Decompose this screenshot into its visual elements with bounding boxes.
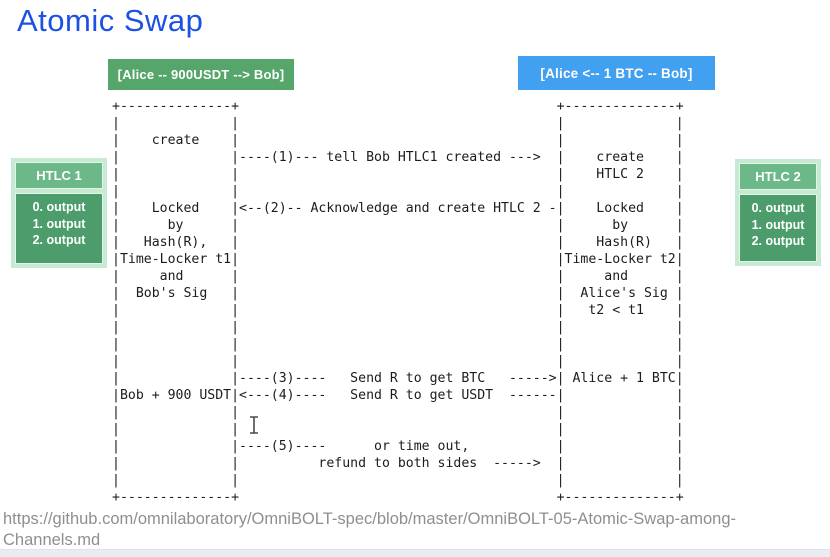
htlc2-output-1: 1. output — [751, 217, 805, 232]
footer-url: https://github.com/omnilaboratory/OmniBO… — [3, 509, 803, 551]
htlc2-title: HTLC 2 — [739, 163, 817, 190]
htlc1-outputs: 0. output 1. output 2. output — [15, 193, 103, 264]
htlc1-title: HTLC 1 — [15, 162, 103, 189]
htlc2-output-2: 2. output — [751, 234, 805, 248]
ascii-sequence-diagram: +--------------+ +--------------+ | | | … — [112, 99, 684, 505]
htlc1-output-1: 1. output — [32, 216, 86, 231]
channel-label-usdt-text: [Alice -- 900USDT --> Bob] — [117, 67, 285, 82]
footer-url-line2: Channels.md — [3, 531, 101, 549]
htlc2-output-0: 0. output — [751, 201, 805, 215]
page-title: Atomic Swap — [17, 3, 204, 38]
i-beam-cursor-icon — [250, 416, 258, 434]
footer-url-line1: https://github.com/omnilaboratory/OmniBO… — [3, 510, 737, 528]
bottom-edge-strip — [0, 549, 830, 557]
htlc2-outputs: 0. output 1. output 2. output — [739, 194, 817, 262]
channel-label-btc: [Alice <-- 1 BTC -- Bob] — [518, 56, 715, 90]
channel-label-btc-text: [Alice <-- 1 BTC -- Bob] — [540, 65, 693, 81]
htlc2-panel: HTLC 2 0. output 1. output 2. output — [735, 159, 821, 266]
htlc1-panel: HTLC 1 0. output 1. output 2. output — [11, 158, 107, 268]
channel-label-usdt: [Alice -- 900USDT --> Bob] — [108, 59, 294, 90]
htlc1-output-0: 0. output — [32, 200, 86, 214]
htlc1-output-2: 2. output — [32, 233, 86, 247]
